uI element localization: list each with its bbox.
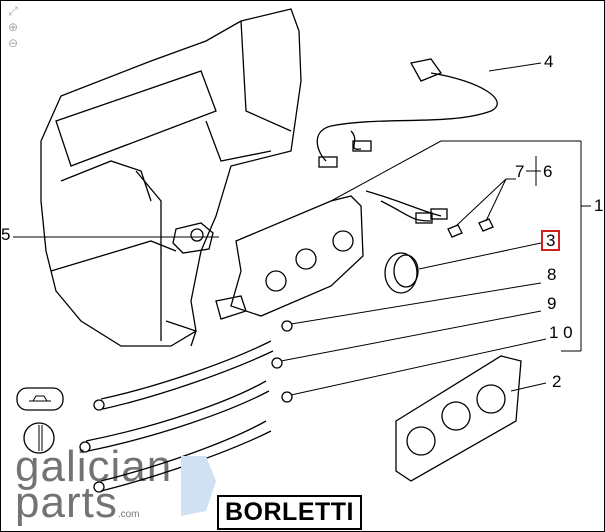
brand-label: BORLETTI [217,495,362,530]
callout-6[interactable]: 6 [543,162,553,181]
fit-to-window-icon[interactable]: ⤢ [8,4,18,18]
actuator-part-5 [13,222,219,254]
watermark-map-shape [181,456,216,516]
legend-icons [16,387,64,454]
callout-8[interactable]: 8 [547,265,557,284]
control-cables-part-8-9-10 [79,282,547,493]
faceplate-part-2 [395,355,547,482]
zoom-out-icon[interactable]: ⊖ [7,36,19,50]
zoom-toolbar: ⤢ ⊕ ⊖ [6,4,22,52]
bulb-harness-part-6-7 [365,156,541,238]
callout-7[interactable]: 7 [515,162,525,181]
callout-5[interactable]: 5 [1,225,11,244]
control-unit-part-1 [215,140,591,352]
callout-1[interactable]: 1 [594,196,604,215]
callout-4[interactable]: 4 [544,52,554,71]
heater-housing [40,8,302,347]
wiring-harness-part-4 [316,58,542,168]
knob-part-3 [384,242,542,294]
callout-3-highlighted[interactable]: 3 [541,230,561,251]
watermark-logo: galician parts.com [15,442,173,527]
zoom-in-icon[interactable]: ⊕ [7,20,19,34]
callout-10[interactable]: 1 0 [549,323,573,342]
callout-2[interactable]: 2 [552,372,562,391]
callout-9[interactable]: 9 [547,294,557,313]
